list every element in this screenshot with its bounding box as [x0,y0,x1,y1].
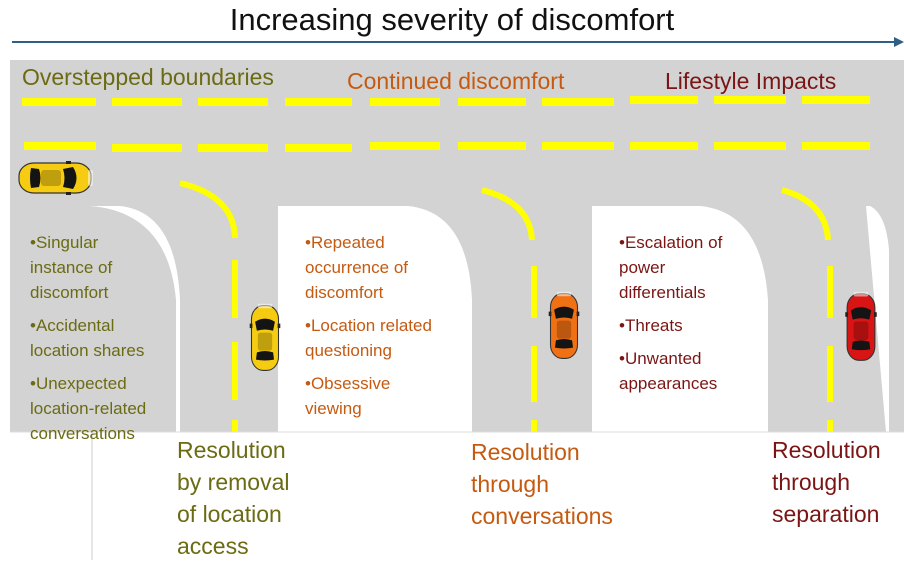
car-yellow-icon [249,303,281,371]
resolution-2: Resolution through conversations [471,439,613,529]
main-road [10,60,904,206]
bullet-item: •Location related questioning [305,316,432,360]
exit-road-2 [408,206,592,432]
exit-road-3 [700,206,904,432]
stage-2-bullets: •Repeated occurrence of discomfort •Loca… [305,230,432,429]
stage-2-heading: Continued discomfort [347,68,565,94]
bullet-item: •Singular instance of discomfort [30,233,113,302]
stage-1-bullets: •Singular instance of discomfort •Accide… [30,230,146,454]
lane-markings [22,96,870,152]
bullet-item: •Unwanted appearances [619,349,718,393]
bullet-item: •Obsessive viewing [305,374,391,418]
bullet-item: •Repeated occurrence of discomfort [305,233,408,302]
bullet-item: •Threats [619,316,683,335]
bullet-item: •Accidental location shares [30,316,145,360]
diagram-title: Increasing severity of discomfort [229,2,675,37]
stage-1-heading: Overstepped boundaries [22,64,274,90]
car-red-icon [844,291,878,361]
exit-road-1 [120,206,278,432]
exit-road-1-shoulder [10,206,176,432]
car-yellow-icon [18,161,94,195]
resolution-1: Resolution by removal of location access [177,437,290,559]
stage-3-heading: Lifestyle Impacts [665,68,837,94]
car-orange-icon [548,291,580,359]
stage-3-bullets: •Escalation of power differentials •Thre… [619,230,722,404]
bullet-item: •Escalation of power differentials [619,233,723,302]
resolution-3: Resolution through separation [772,437,881,527]
bullet-item: •Unexpected location-related conversatio… [30,374,147,443]
